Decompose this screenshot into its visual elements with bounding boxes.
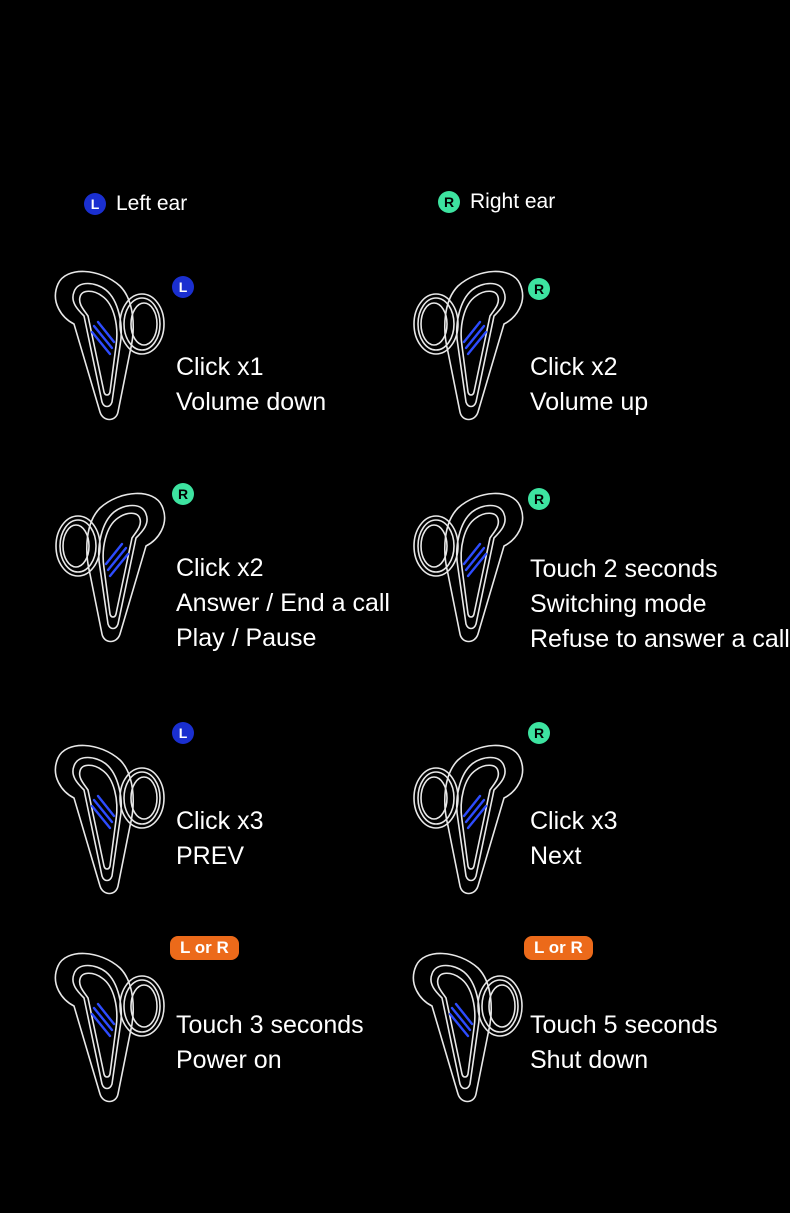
gesture-label: Click x3 (176, 807, 264, 835)
legend-right-ear: R Right ear (438, 190, 555, 214)
control-description: Click x2 Answer / End a call Play / Paus… (176, 551, 390, 656)
right-ear-badge: R (528, 722, 550, 744)
action-label: Switching mode (530, 590, 707, 618)
action-label: Volume down (176, 388, 327, 416)
action-label: Volume up (530, 388, 649, 416)
action-label: Refuse to answer a call (530, 625, 790, 653)
action-label: Shut down (530, 1046, 649, 1074)
left-ear-badge: L (172, 276, 194, 298)
left-ear-badge: L (172, 722, 194, 744)
control-description: Click x3 PREV (176, 804, 264, 874)
right-ear-badge: R (172, 483, 194, 505)
action-label: PREV (176, 842, 245, 870)
either-ear-badge: L or R (524, 936, 593, 960)
gesture-label: Touch 2 seconds (530, 555, 718, 583)
control-description: Click x3 Next (530, 804, 618, 874)
earbud-outline-icon (408, 736, 528, 901)
earbud-outline-icon (408, 484, 528, 649)
earbud-outline-icon (408, 944, 528, 1109)
control-description: Touch 2 seconds Switching mode Refuse to… (530, 552, 790, 657)
left-ear-badge: L (84, 193, 106, 215)
gesture-label: Click x1 (176, 353, 264, 381)
right-ear-badge: R (528, 278, 550, 300)
left-ear-label: Left ear (116, 192, 188, 215)
earbud-outline-icon (50, 484, 170, 649)
action-label: Power on (176, 1046, 282, 1074)
gesture-label: Touch 3 seconds (176, 1011, 364, 1039)
control-description: Touch 5 seconds Shut down (530, 1008, 718, 1078)
legend-left-ear: L Left ear (84, 192, 187, 216)
action-label: Next (530, 842, 582, 870)
either-ear-badge: L or R (170, 936, 239, 960)
right-ear-label: Right ear (470, 190, 556, 213)
control-description: Click x1 Volume down (176, 350, 326, 420)
right-ear-badge: R (438, 191, 460, 213)
action-label: Answer / End a call (176, 589, 390, 617)
action-label: Play / Pause (176, 624, 317, 652)
gesture-label: Click x2 (176, 554, 264, 582)
earbud-outline-icon (50, 944, 170, 1109)
control-description: Click x2 Volume up (530, 350, 648, 420)
control-description: Touch 3 seconds Power on (176, 1008, 364, 1078)
earbud-outline-icon (50, 262, 170, 427)
gesture-label: Touch 5 seconds (530, 1011, 718, 1039)
gesture-label: Click x3 (530, 807, 618, 835)
gesture-label: Click x2 (530, 353, 618, 381)
right-ear-badge: R (528, 488, 550, 510)
earbud-outline-icon (50, 736, 170, 901)
earbud-outline-icon (408, 262, 528, 427)
